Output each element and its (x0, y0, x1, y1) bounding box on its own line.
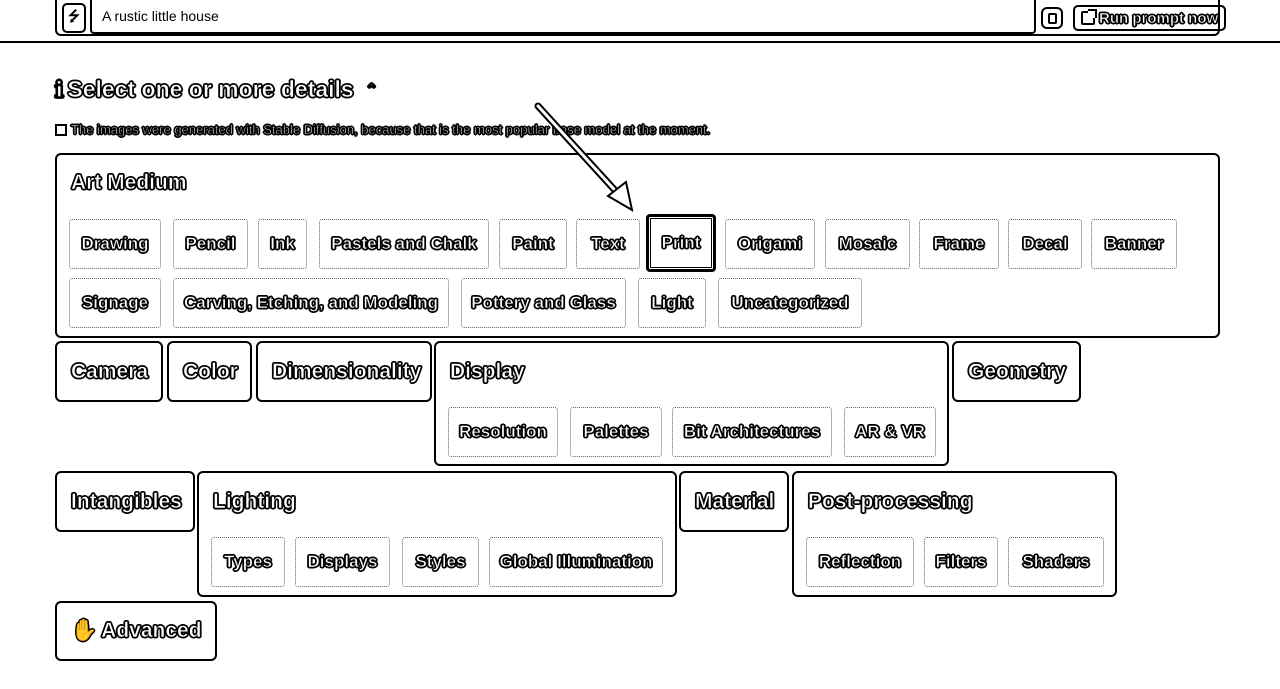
tag-types[interactable]: Types (211, 537, 285, 587)
panel-color[interactable]: Color (167, 341, 252, 402)
tag-ar-vr[interactable]: AR & VR (844, 407, 936, 457)
panel-title-post-processing: Post-processing (808, 490, 973, 514)
tag-signage[interactable]: Signage (69, 278, 161, 328)
tag-uncategorized[interactable]: Uncategorized (718, 278, 862, 328)
tag-light[interactable]: Light (638, 278, 706, 328)
copy-icon (1047, 12, 1057, 24)
external-link-icon (1081, 9, 1097, 25)
bolt-icon: ⭍ (68, 8, 80, 24)
tag-text[interactable]: Text (576, 219, 640, 269)
note-text: The images were generated with Stable Di… (71, 122, 711, 138)
info-note: The images were generated with Stable Di… (55, 122, 711, 138)
section-heading: ℹ Select one or more details ⌃ (55, 76, 378, 103)
panel-title-intangibles: Intangibles (71, 490, 182, 514)
copy-button[interactable] (1041, 7, 1063, 29)
panel-title-art-medium: Art Medium (71, 171, 187, 195)
panel-title-display: Display (450, 360, 525, 384)
chevron-up-icon[interactable]: ⌃ (365, 81, 378, 98)
tag-origami[interactable]: Origami (725, 219, 815, 269)
panel-lighting: Lighting Types Displays Styles Global Il… (197, 471, 677, 597)
panel-advanced[interactable]: ✋ Advanced (55, 601, 217, 661)
panel-display: Display Resolution Palettes Bit Architec… (434, 341, 949, 466)
checkbox-icon (55, 123, 67, 136)
tag-displays[interactable]: Displays (295, 537, 390, 587)
panel-art-medium: Art Medium Drawing Pencil Ink Pastels an… (55, 153, 1220, 338)
tag-banner[interactable]: Banner (1091, 219, 1177, 269)
panel-dimensionality[interactable]: Dimensionality (256, 341, 432, 402)
tag-paint[interactable]: Paint (499, 219, 567, 269)
tag-reflection[interactable]: Reflection (806, 537, 914, 587)
panel-title-dimensionality: Dimensionality (272, 360, 422, 384)
tag-frame[interactable]: Frame (919, 219, 999, 269)
tag-filters[interactable]: Filters (924, 537, 998, 587)
tag-pottery-and-glass[interactable]: Pottery and Glass (461, 278, 626, 328)
panel-title-material: Material (695, 490, 775, 514)
tag-mosaic[interactable]: Mosaic (825, 219, 910, 269)
tag-pastels-and-chalk[interactable]: Pastels and Chalk (319, 219, 489, 269)
topbar-divider (0, 41, 1280, 43)
panel-title-advanced-wrap: ✋ Advanced (71, 619, 202, 643)
tag-global-illumination[interactable]: Global Illumination (489, 537, 663, 587)
prompt-input[interactable] (90, 0, 1036, 34)
heading-title: Select one or more details (67, 76, 354, 103)
tag-decal[interactable]: Decal (1008, 219, 1082, 269)
panel-title-color: Color (183, 360, 238, 384)
panel-post-processing: Post-processing Reflection Filters Shade… (792, 471, 1117, 597)
tag-carving-etching-modeling[interactable]: Carving, Etching, and Modeling (173, 278, 449, 328)
run-prompt-label: Run prompt now (1099, 9, 1219, 27)
tag-shaders[interactable]: Shaders (1008, 537, 1104, 587)
tag-palettes[interactable]: Palettes (570, 407, 662, 457)
panel-title-geometry: Geometry (968, 360, 1067, 384)
panel-title-lighting: Lighting (213, 490, 296, 514)
tag-bit-architectures[interactable]: Bit Architectures (672, 407, 832, 457)
tag-print[interactable]: Print (646, 214, 716, 272)
run-prompt-button[interactable]: Run prompt now (1073, 5, 1227, 31)
tag-resolution[interactable]: Resolution (448, 407, 558, 457)
panel-intangibles[interactable]: Intangibles (55, 471, 195, 532)
panel-material[interactable]: Material (679, 471, 789, 532)
panel-camera[interactable]: Camera (55, 341, 163, 402)
tag-pencil[interactable]: Pencil (173, 219, 248, 269)
annotation-arrow (534, 102, 634, 213)
panel-title-camera: Camera (71, 360, 149, 384)
hand-icon: ✋ (71, 619, 98, 643)
info-icon: ℹ (55, 76, 64, 102)
tag-ink[interactable]: Ink (258, 219, 307, 269)
tag-drawing[interactable]: Drawing (69, 219, 161, 269)
prompt-settings-button[interactable]: ⭍ (62, 3, 86, 33)
tag-styles[interactable]: Styles (402, 537, 479, 587)
panel-title-advanced: Advanced (101, 619, 202, 643)
panel-geometry[interactable]: Geometry (952, 341, 1081, 402)
